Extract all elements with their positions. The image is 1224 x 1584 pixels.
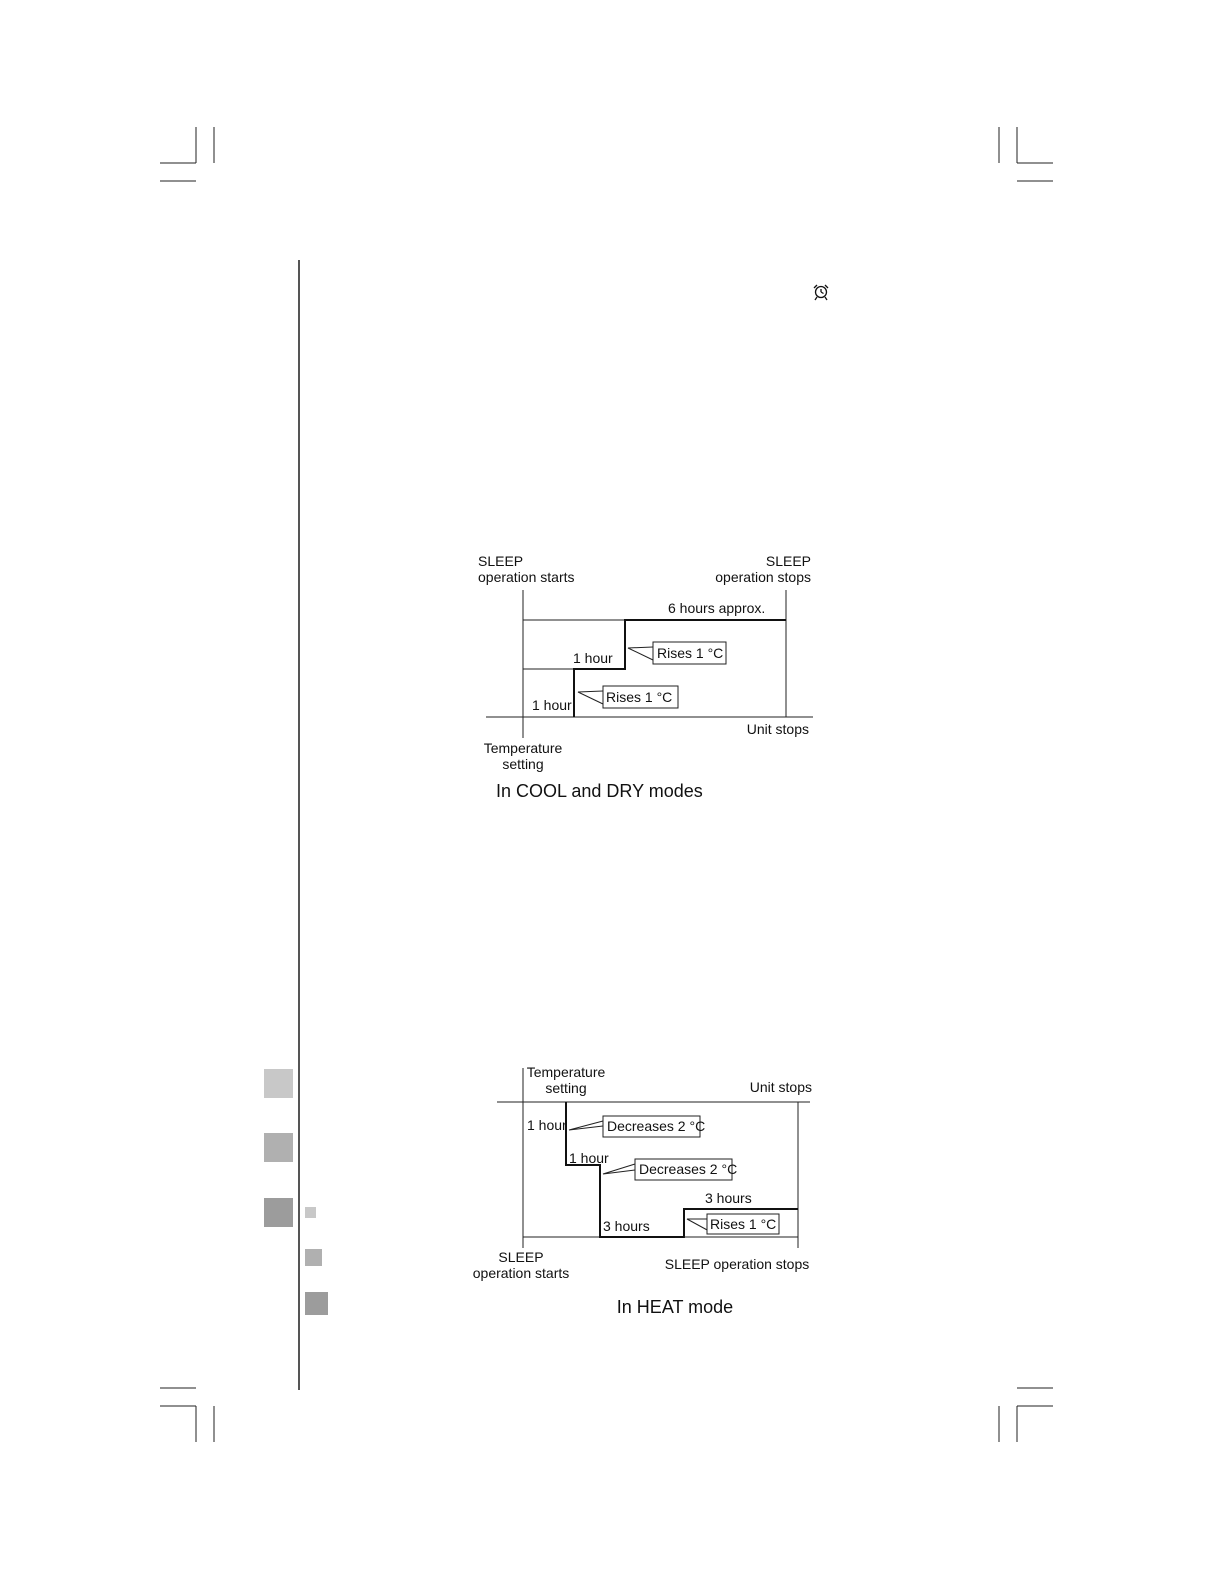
cool-caption: In COOL and DRY modes: [496, 781, 703, 801]
cool-callout-lower: Rises 1 °C: [606, 689, 672, 705]
heat-start-label-2: operation starts: [473, 1265, 570, 1281]
heat-callout-2: Decreases 2 °C: [639, 1161, 737, 1177]
swatch-small-1: [305, 1207, 316, 1218]
heat-unit-stops: Unit stops: [750, 1079, 812, 1095]
heat-callout-2-pointer: [602, 1163, 636, 1175]
heat-step1-label: 1 hour: [527, 1117, 567, 1133]
alarm-clock-icon: [813, 284, 829, 301]
cool-step-profile: [573, 619, 786, 717]
heat-callout-3: Rises 1 °C: [710, 1216, 776, 1232]
heat-callout-3-box: [706, 1213, 780, 1235]
cool-stop-label-1: SLEEP: [766, 553, 811, 569]
heat-hold-label: 3 hours: [705, 1190, 752, 1206]
cool-callout-lower-pointer: [577, 690, 604, 705]
swatch-large-3: [264, 1198, 293, 1227]
heat-caption: In HEAT mode: [617, 1297, 733, 1317]
cool-stop-label-2: operation stops: [715, 569, 811, 585]
cool-callout-upper: Rises 1 °C: [657, 645, 723, 661]
cool-start-label-1: SLEEP: [478, 553, 523, 569]
swatch-large-1: [264, 1069, 293, 1098]
crop-marks: [160, 127, 1053, 1442]
heat-callout-1-box: [602, 1115, 701, 1138]
cool-dry-diagram: SLEEP operation starts SLEEP operation s…: [478, 553, 813, 801]
swatch-small-3: [305, 1292, 328, 1315]
heat-callout-2-box: [634, 1158, 733, 1181]
cool-step1-label: 1 hour: [532, 697, 572, 713]
heat-diagram: Temperature setting Unit stops 1 hour 1 …: [473, 1064, 812, 1317]
heat-callout-1-pointer: [568, 1120, 604, 1131]
cool-temp-setting-1: Temperature: [484, 740, 563, 756]
cool-callout-upper-pointer: [627, 646, 654, 661]
heat-callout-1: Decreases 2 °C: [607, 1118, 705, 1134]
heat-temp-setting-1: Temperature: [527, 1064, 606, 1080]
cool-step2-label: 1 hour: [573, 650, 613, 666]
heat-final-label: 3 hours: [603, 1218, 650, 1234]
cool-duration-label: 6 hours approx.: [668, 600, 765, 616]
cool-callout-lower-box: [602, 685, 679, 709]
heat-temp-setting-2: setting: [545, 1080, 586, 1096]
heat-step-profile: [565, 1102, 798, 1238]
heat-start-label-1: SLEEP: [498, 1249, 543, 1265]
cool-start-label-2: operation starts: [478, 569, 575, 585]
cool-unit-stops: Unit stops: [747, 721, 809, 737]
cool-callout-upper-box: [652, 641, 727, 665]
heat-stop-label: SLEEP operation stops: [665, 1256, 810, 1272]
color-swatches: [264, 1069, 328, 1315]
swatch-small-2: [305, 1249, 322, 1266]
swatch-large-2: [264, 1133, 293, 1162]
heat-callout-3-pointer: [686, 1218, 710, 1232]
heat-step2-label: 1 hour: [569, 1150, 609, 1166]
cool-temp-setting-2: setting: [502, 756, 543, 772]
